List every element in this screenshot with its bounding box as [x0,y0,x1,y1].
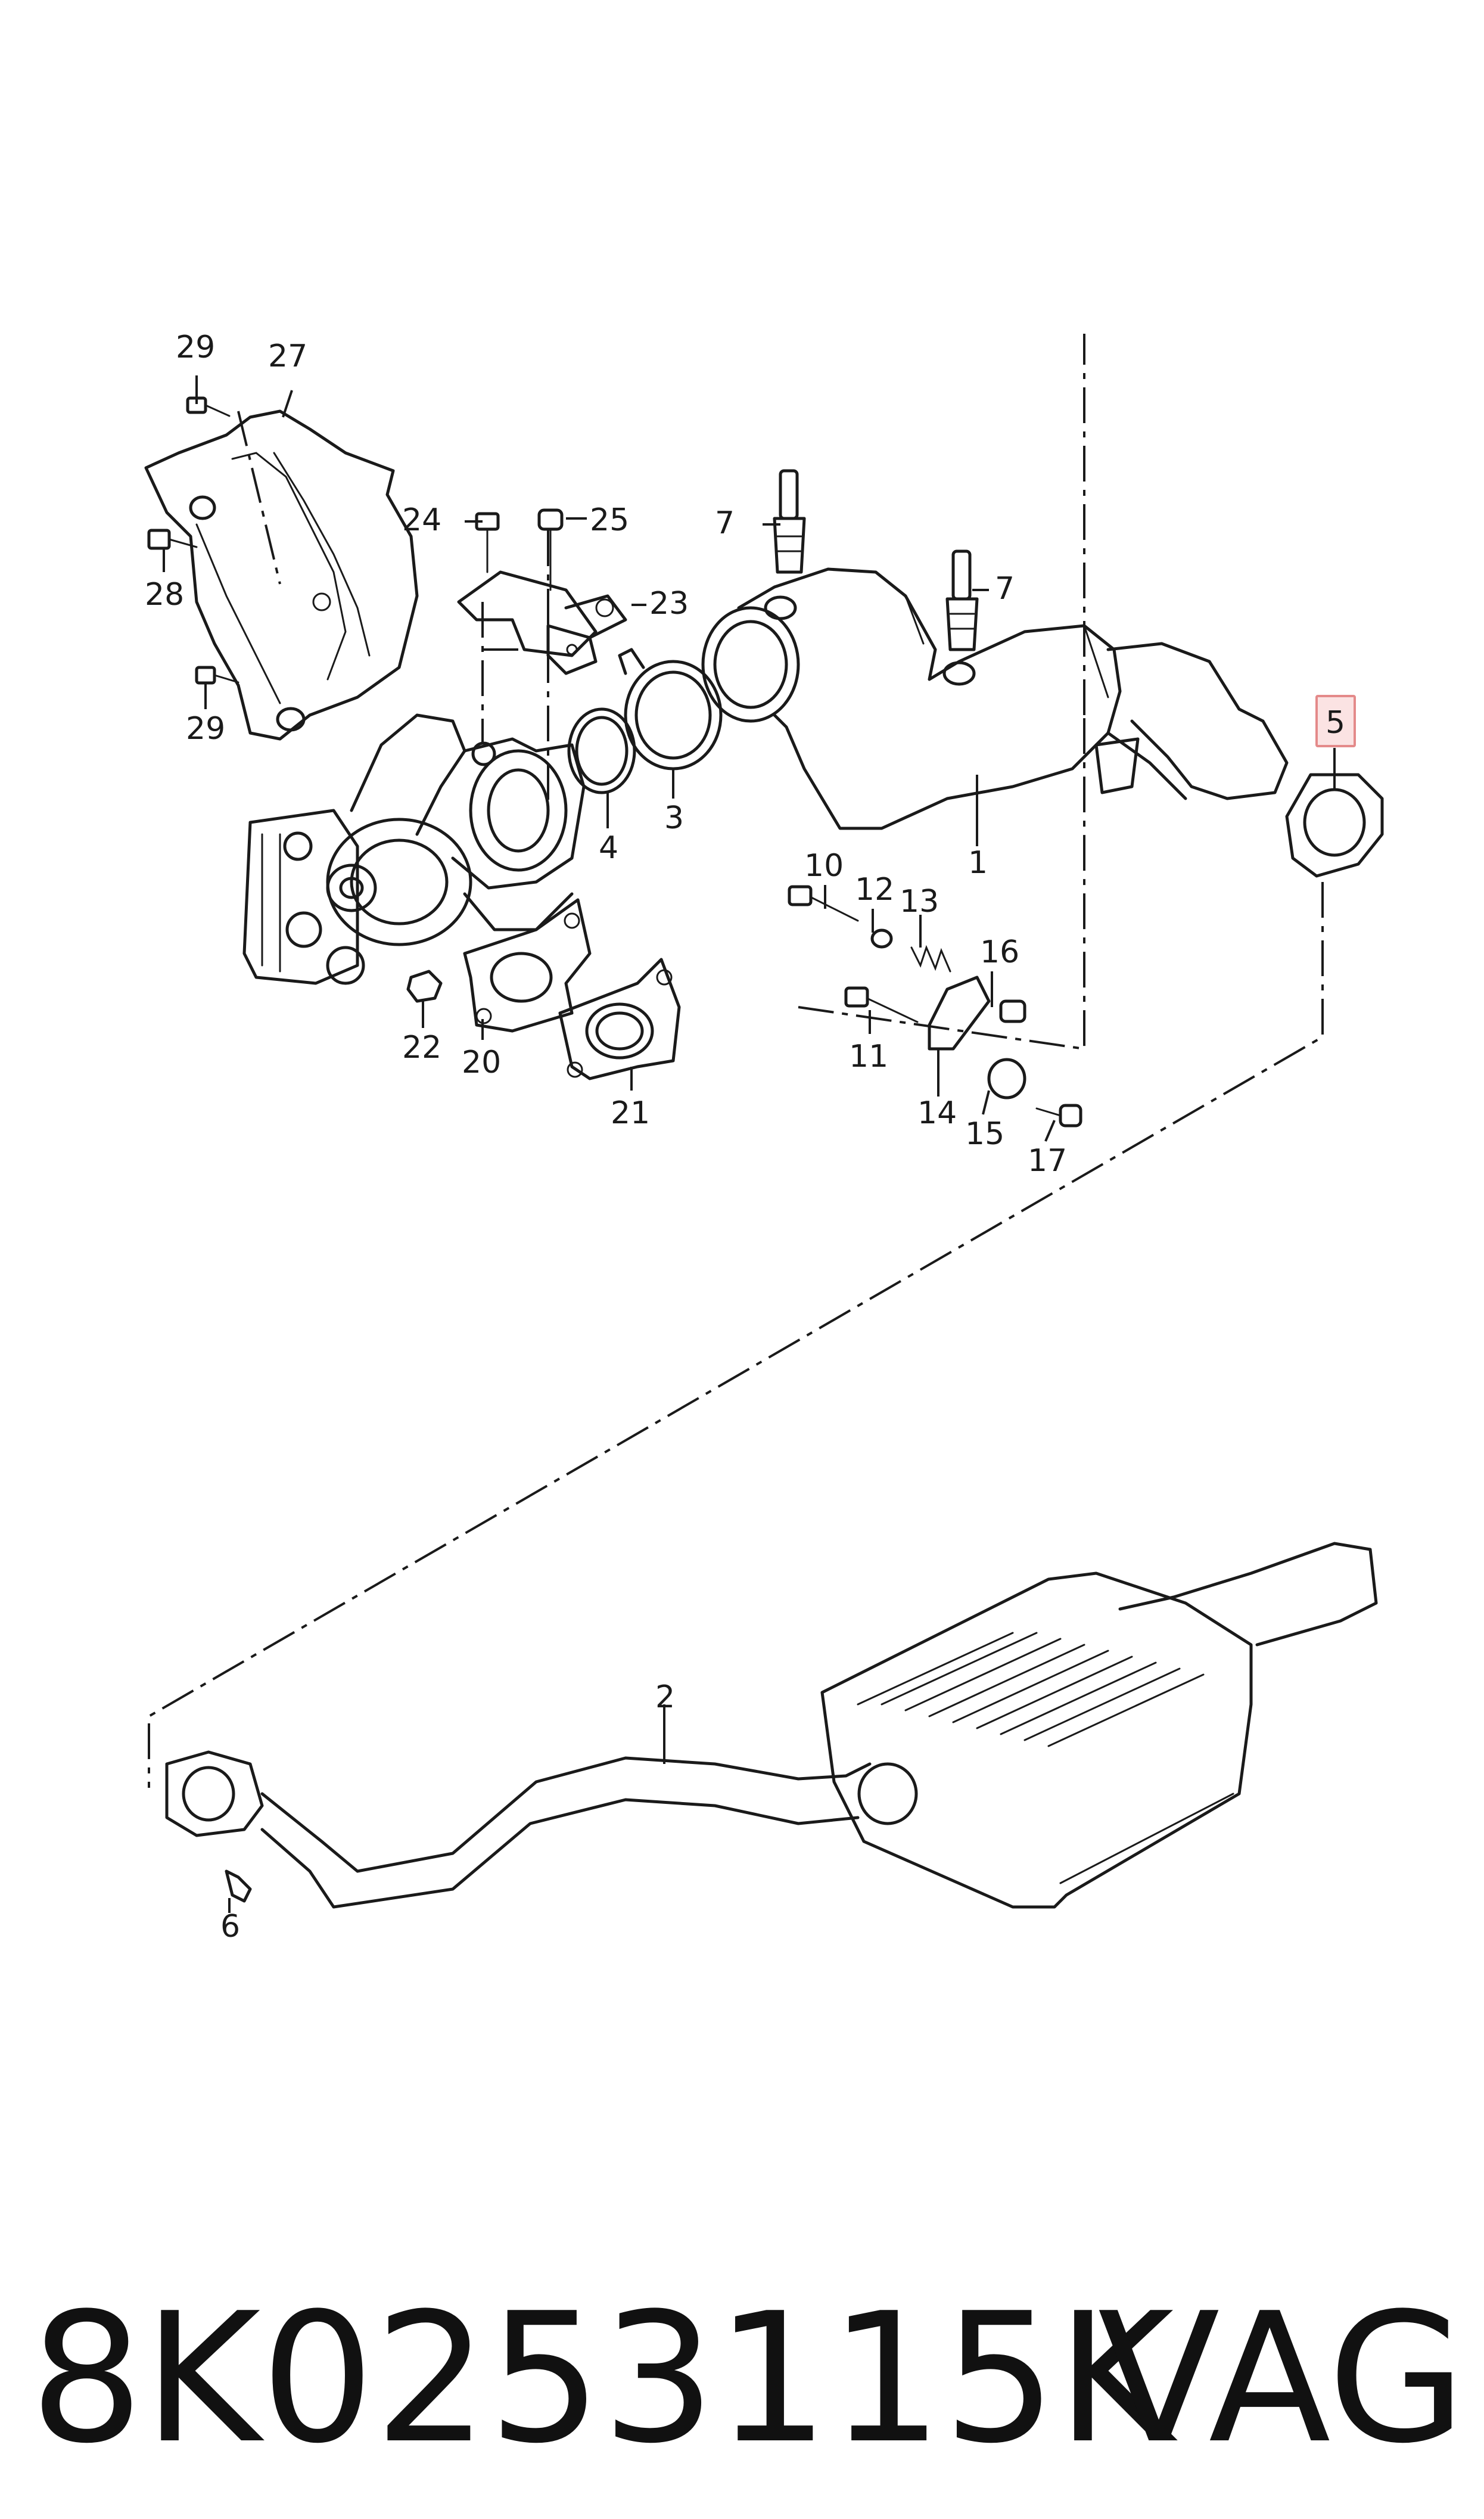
callout-22: 22 [402,1030,441,1066]
callout-20: 20 [462,1045,501,1080]
callout-29-lower: 29 [186,711,225,747]
callout-5: 5 [1326,705,1345,741]
callout-11: 11 [849,1039,888,1074]
bolt-11 [844,986,919,1023]
callout-3: 3 [664,800,684,836]
bolt-25 [537,508,564,591]
callout-1: 1 [968,845,988,881]
callout-numbers: 1 2 3 4 5 6 7 7 10 11 12 13 14 15 16 17 … [145,330,1345,1945]
callout-12: 12 [855,872,894,908]
leader-lines [163,375,1336,1913]
lambda-sensor-upper [773,469,806,574]
callout-17: 17 [1028,1143,1067,1179]
part-number: 8K0253115K [30,2275,1174,2483]
rubber-mount-15 [987,1058,1026,1099]
bolt-29-top [186,396,231,417]
callout-29-top: 29 [176,330,215,365]
bolt-28 [147,529,198,550]
callout-2: 2 [655,1679,675,1715]
callout-14: 14 [917,1095,957,1131]
heat-shield [144,409,419,741]
washer-12 [870,928,893,949]
callout-13: 13 [900,884,939,920]
callout-15: 15 [965,1116,1004,1152]
bracket [457,570,627,675]
callout-10: 10 [804,848,844,884]
lambda-sensor-lower [945,549,979,651]
front-silencer [165,1542,1378,1909]
bolt-10 [788,885,859,922]
bracket-14 [928,976,991,1051]
spring-13 [910,945,951,973]
callout-24: 24 [402,502,441,538]
callout-5-highlight [1315,695,1356,747]
callout-27: 27 [268,338,307,374]
seal-ring-4 [567,707,636,794]
callout-7-upper: 7 [715,505,735,541]
brand-name: VAG [1097,2275,1466,2483]
nut-22 [406,970,443,1003]
callout-21: 21 [611,1095,650,1131]
turbocharger [242,713,586,985]
callout-4: 4 [599,830,618,866]
pin-17 [1035,1104,1082,1128]
catalytic-converter [701,567,1289,830]
callout-25: 25 [590,502,629,538]
callout-16: 16 [980,934,1019,970]
callout-7-lower: 7 [995,571,1015,607]
gasket-20 [463,898,592,1033]
flange-gasket-5 [1285,773,1384,878]
gasket-21 [558,958,681,1080]
callout-6: 6 [220,1909,240,1945]
bushing-16 [999,999,1026,1023]
assembly-lines [148,334,1324,1788]
callout-23: 23 [649,586,689,622]
callout-28: 28 [145,577,184,613]
